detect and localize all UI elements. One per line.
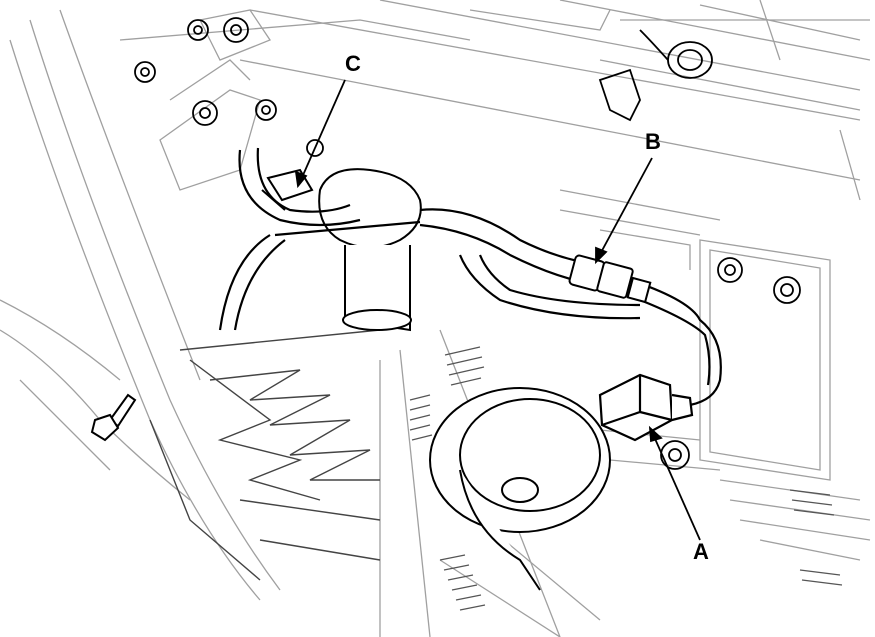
connector-b [568,254,652,304]
callout-b-label: B [645,129,661,154]
hatching [409,346,843,611]
connector-a [598,373,694,442]
clip-c [261,168,314,211]
wiring-harness [218,147,722,407]
callout-c-label: C [345,51,361,76]
radiator-fins [149,329,381,581]
relay-block [318,168,422,332]
reservoir-cap [598,29,713,122]
leader-lines [294,79,701,541]
mounting-bolt [90,393,137,442]
callout-a-label: A [693,539,709,564]
horn [429,387,611,591]
bolts [134,17,801,470]
